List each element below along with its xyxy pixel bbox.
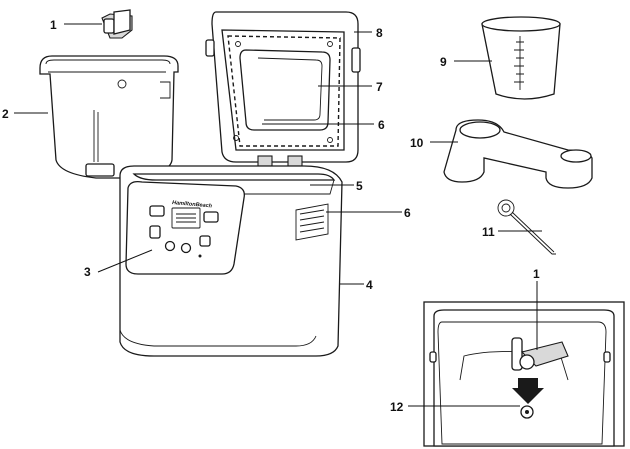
measuring-cup-drawing (481, 16, 561, 100)
lid-drawing (205, 11, 361, 167)
inset-detail (423, 301, 625, 447)
callout-baking-chamber: 5 (356, 179, 363, 193)
callout-bread-pan: 2 (2, 107, 9, 121)
callout-window: 7 (376, 80, 383, 94)
callout-lid: 8 (376, 26, 383, 40)
callout-vent-lid: 6 (378, 118, 385, 132)
brand-label: HamiltonBeach (172, 200, 213, 210)
callout-drive-shaft: 12 (390, 400, 404, 414)
paddle-removal-tool-drawing (497, 199, 556, 255)
callout-measuring-spoon: 10 (410, 136, 424, 150)
callout-paddle: 1 (50, 18, 57, 32)
kneading-paddle-drawing (101, 9, 133, 39)
callout-control-panel: 3 (84, 265, 91, 279)
callout-paddle-inset: 1 (533, 267, 540, 281)
leader-lines (14, 23, 542, 407)
callout-housing: 4 (366, 278, 373, 292)
callout-paddle-removal-tool: 11 (482, 225, 495, 239)
bread-maker-body-drawing: HamiltonBeach (119, 165, 343, 357)
callout-measuring-cup: 9 (440, 55, 447, 69)
measuring-spoon-drawing (443, 119, 593, 189)
callout-labels: 1 2 3 4 5 6 6 7 8 9 10 11 1 12 (2, 18, 540, 414)
callout-vent-side: 6 (404, 206, 411, 220)
bread-pan-drawing (39, 55, 179, 179)
